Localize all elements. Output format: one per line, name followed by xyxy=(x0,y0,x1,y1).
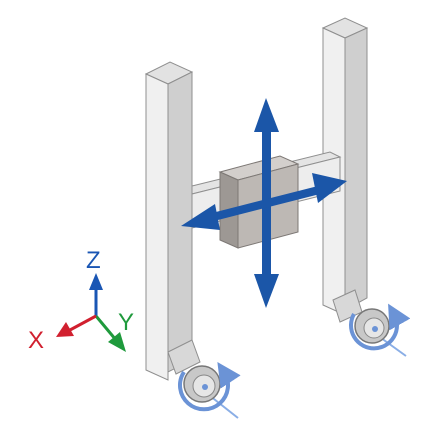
left-column xyxy=(144,61,201,381)
down-arrow-head xyxy=(254,274,279,308)
y-axis-arrow-icon xyxy=(108,332,126,352)
left-spindle xyxy=(178,361,241,419)
x-axis-line xyxy=(69,314,97,332)
circular-arrow-icon xyxy=(349,303,411,351)
right-column-side xyxy=(344,27,368,311)
x-axis-arrow-icon xyxy=(56,322,74,337)
right-arrow-head xyxy=(312,173,347,203)
four-way-arrow-icon xyxy=(181,98,347,308)
up-arrow-head xyxy=(254,98,279,132)
right-spindle-center xyxy=(372,326,378,332)
left-column-front xyxy=(145,73,169,381)
left-spindle-center xyxy=(202,384,208,390)
circular-arrow-icon xyxy=(178,361,241,412)
left-arrow-head xyxy=(181,204,220,230)
x-axis-label: X xyxy=(28,327,44,354)
z-axis-label: Z xyxy=(86,247,101,274)
z-axis-arrow-icon xyxy=(89,273,103,290)
coordinate-axes: Z Y X xyxy=(28,247,134,354)
y-axis-line xyxy=(94,315,118,341)
y-axis-label: Y xyxy=(118,309,134,336)
diagonal-arrow-shaft xyxy=(212,186,320,221)
right-spindle xyxy=(349,303,411,357)
left-column-foot xyxy=(167,339,201,375)
